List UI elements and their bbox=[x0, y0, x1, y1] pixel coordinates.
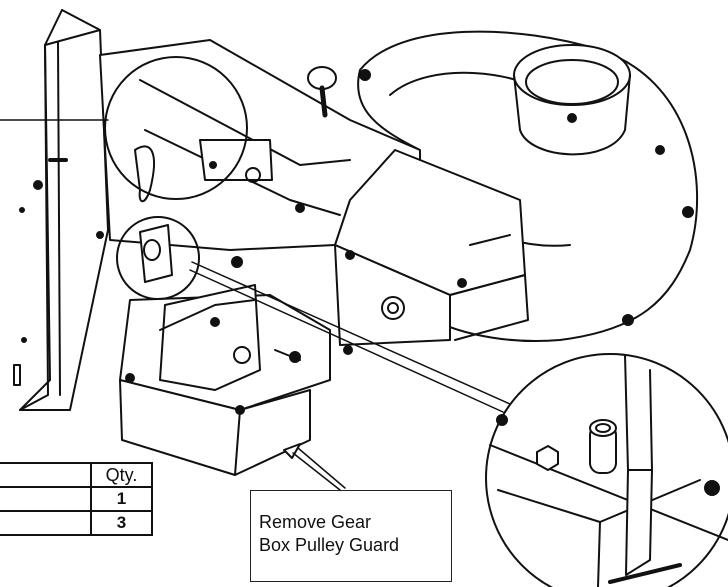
remove-gear-box-callout: Remove Gear Box Pulley Guard bbox=[250, 490, 452, 582]
leader-line-a bbox=[191, 261, 511, 405]
table-row: 3 bbox=[0, 510, 153, 536]
callout-line-1: Remove Gear bbox=[259, 512, 372, 532]
callout-arrow bbox=[283, 443, 346, 491]
air-tube-housing bbox=[96, 39, 421, 251]
pin-bracket bbox=[139, 224, 173, 283]
callout-line-2: Box Pulley Guard bbox=[259, 535, 400, 555]
qty-cell: 1 bbox=[90, 486, 153, 512]
table-row: 1 bbox=[0, 486, 153, 512]
leader-line-b bbox=[189, 269, 504, 413]
table-cell bbox=[0, 510, 92, 536]
motor-shaft bbox=[307, 66, 337, 118]
detail-circle-upper bbox=[104, 56, 248, 200]
qty-header-cell: Qty. bbox=[90, 462, 153, 488]
detail-circle-lower bbox=[116, 216, 200, 300]
mounting-plate bbox=[13, 9, 109, 411]
table-header-row: Qty. bbox=[0, 462, 153, 488]
table-cell bbox=[0, 486, 92, 512]
magnified-detail bbox=[485, 353, 728, 587]
gear-box-pulley-guard bbox=[119, 284, 331, 476]
table-header-cell bbox=[0, 462, 92, 488]
control-box bbox=[231, 149, 529, 355]
parts-table: Qty. 1 3 bbox=[0, 462, 153, 536]
qty-cell: 3 bbox=[90, 510, 153, 536]
